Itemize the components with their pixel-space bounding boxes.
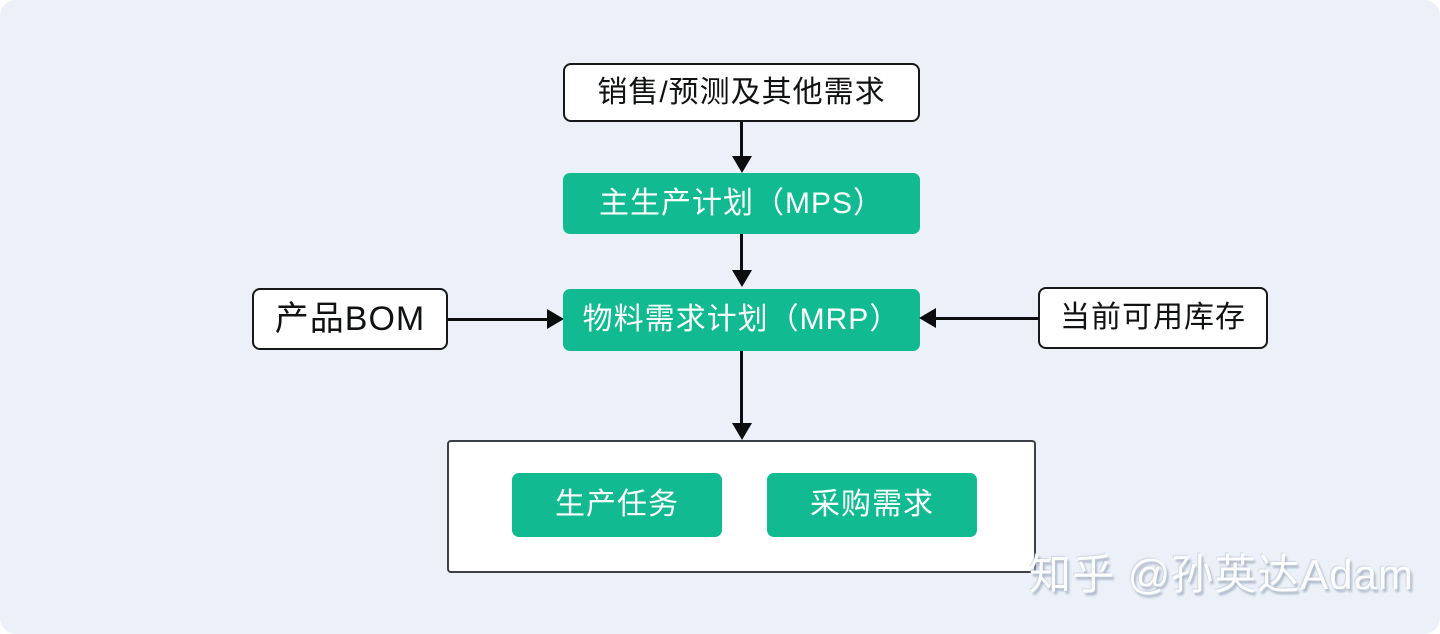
node-product-bom: 产品BOM bbox=[252, 288, 448, 350]
arrow-mps-to-mrp-head bbox=[732, 270, 752, 287]
node-sales-forecast-demand: 销售/预测及其他需求 bbox=[563, 63, 920, 122]
arrow-demand-to-mps-line bbox=[740, 122, 743, 158]
arrow-bom-to-mrp-line bbox=[448, 318, 548, 321]
node-purchase-demand: 采购需求 bbox=[767, 473, 977, 537]
node-label: 当前可用库存 bbox=[1060, 301, 1246, 334]
arrow-mps-to-mrp-line bbox=[740, 234, 743, 272]
arrow-inventory-to-mrp-line bbox=[936, 317, 1038, 320]
zhihu-watermark: 知乎 @孙英达Adam bbox=[1028, 551, 1414, 598]
node-mps: 主生产计划（MPS） bbox=[563, 173, 920, 234]
arrow-bom-to-mrp-head bbox=[547, 309, 564, 329]
node-label: 产品BOM bbox=[274, 300, 426, 338]
arrow-demand-to-mps-head bbox=[732, 156, 752, 173]
arrow-inventory-to-mrp-head bbox=[919, 308, 936, 328]
node-label: 主生产计划（MPS） bbox=[598, 186, 884, 220]
node-production-task: 生产任务 bbox=[512, 473, 722, 537]
node-label: 物料需求计划（MRP） bbox=[582, 303, 901, 336]
arrow-mrp-to-output-line bbox=[740, 351, 743, 425]
node-label: 生产任务 bbox=[555, 488, 679, 521]
arrow-mrp-to-output-head bbox=[732, 423, 752, 440]
node-label: 销售/预测及其他需求 bbox=[597, 75, 886, 109]
node-mrp: 物料需求计划（MRP） bbox=[563, 289, 920, 351]
node-label: 采购需求 bbox=[810, 488, 934, 521]
node-available-inventory: 当前可用库存 bbox=[1038, 287, 1268, 349]
